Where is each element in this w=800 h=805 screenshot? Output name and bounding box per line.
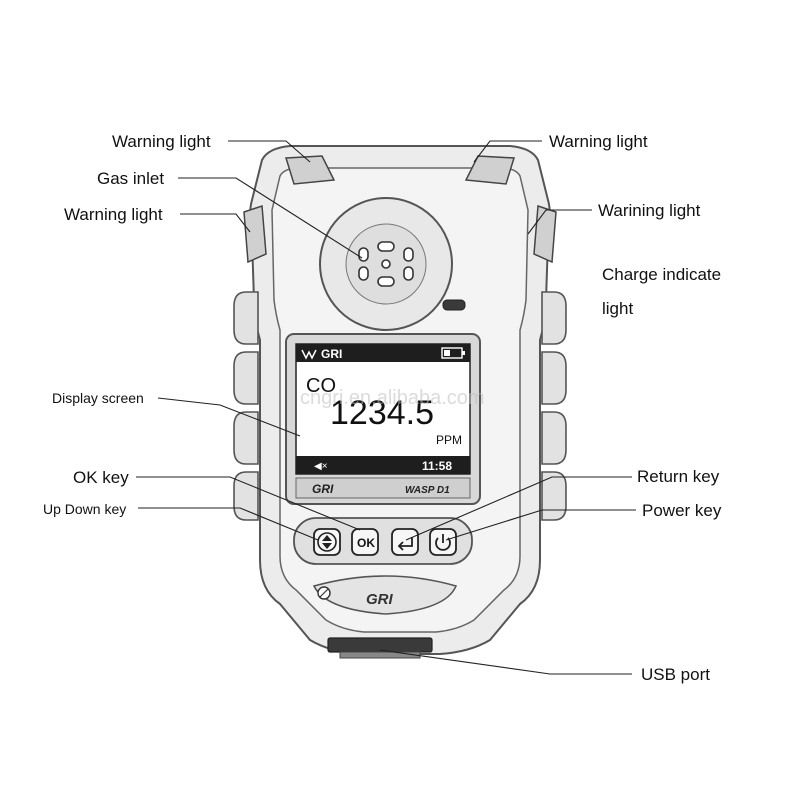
callout-warning-light-side-right: Warining light: [598, 201, 701, 220]
callout-ok-key: OK key: [73, 468, 129, 487]
body-logo: GRI: [366, 591, 394, 608]
power-icon: [435, 534, 451, 551]
callout-gas-inlet: Gas inlet: [97, 169, 165, 188]
return-key[interactable]: [391, 528, 419, 556]
power-key[interactable]: [429, 528, 457, 556]
usb-port[interactable]: [327, 637, 433, 653]
watermark: cngri.en.alibaba.com: [300, 387, 485, 409]
ok-key[interactable]: OK: [351, 528, 379, 556]
callout-up-down-key: Up Down key: [43, 501, 127, 517]
display-footer-label: [295, 477, 471, 499]
charge-indicator-light: [442, 299, 466, 311]
warning-light-side-right: [533, 204, 557, 264]
callout-warning-light-side-left: Warning light: [64, 205, 163, 224]
leader-lines: [136, 140, 636, 675]
screen-unit: PPM: [436, 433, 462, 447]
up-down-arrow-icon: [317, 532, 337, 552]
footer-model: WASP D1: [405, 485, 450, 496]
screen-reading: 1234.5: [330, 394, 434, 432]
callout-usb-port: USB port: [641, 665, 710, 684]
screen-time: 11:58: [422, 459, 452, 473]
screen-gas-name: CO: [306, 375, 336, 397]
footer-brand: GRI: [312, 482, 334, 496]
callout-charge-indicate: Charge indicate: [602, 265, 722, 284]
return-arrow-icon: [397, 537, 413, 551]
display-screen: GRI CO 1234.5 PPM ◀× 11:58: [295, 343, 471, 475]
warning-light-side-left: [243, 204, 267, 264]
callout-display-screen: Display screen: [52, 390, 144, 406]
warning-light-top-right: [464, 155, 515, 185]
lower-badge: [312, 575, 458, 615]
callout-warning-light-top-left: Warning light: [112, 132, 211, 151]
callout-charge-indicate-light: light: [602, 299, 634, 318]
callout-warning-light-top-right: Warning light: [549, 132, 648, 151]
callout-return-key: Return key: [637, 467, 720, 486]
screen-top-bar: [296, 344, 470, 362]
callout-power-key: Power key: [642, 501, 722, 520]
battery-icon: [441, 347, 465, 359]
screen-bottom-bar: [296, 456, 470, 474]
signal-icon: [301, 349, 317, 360]
mute-icon: ◀×: [314, 461, 328, 472]
ok-key-label: OK: [357, 536, 375, 550]
screen-brand: GRI: [321, 347, 342, 361]
left-grip: [233, 291, 259, 521]
right-grip: [541, 291, 567, 521]
up-down-key[interactable]: [313, 528, 341, 556]
warning-light-top-left: [285, 155, 336, 185]
